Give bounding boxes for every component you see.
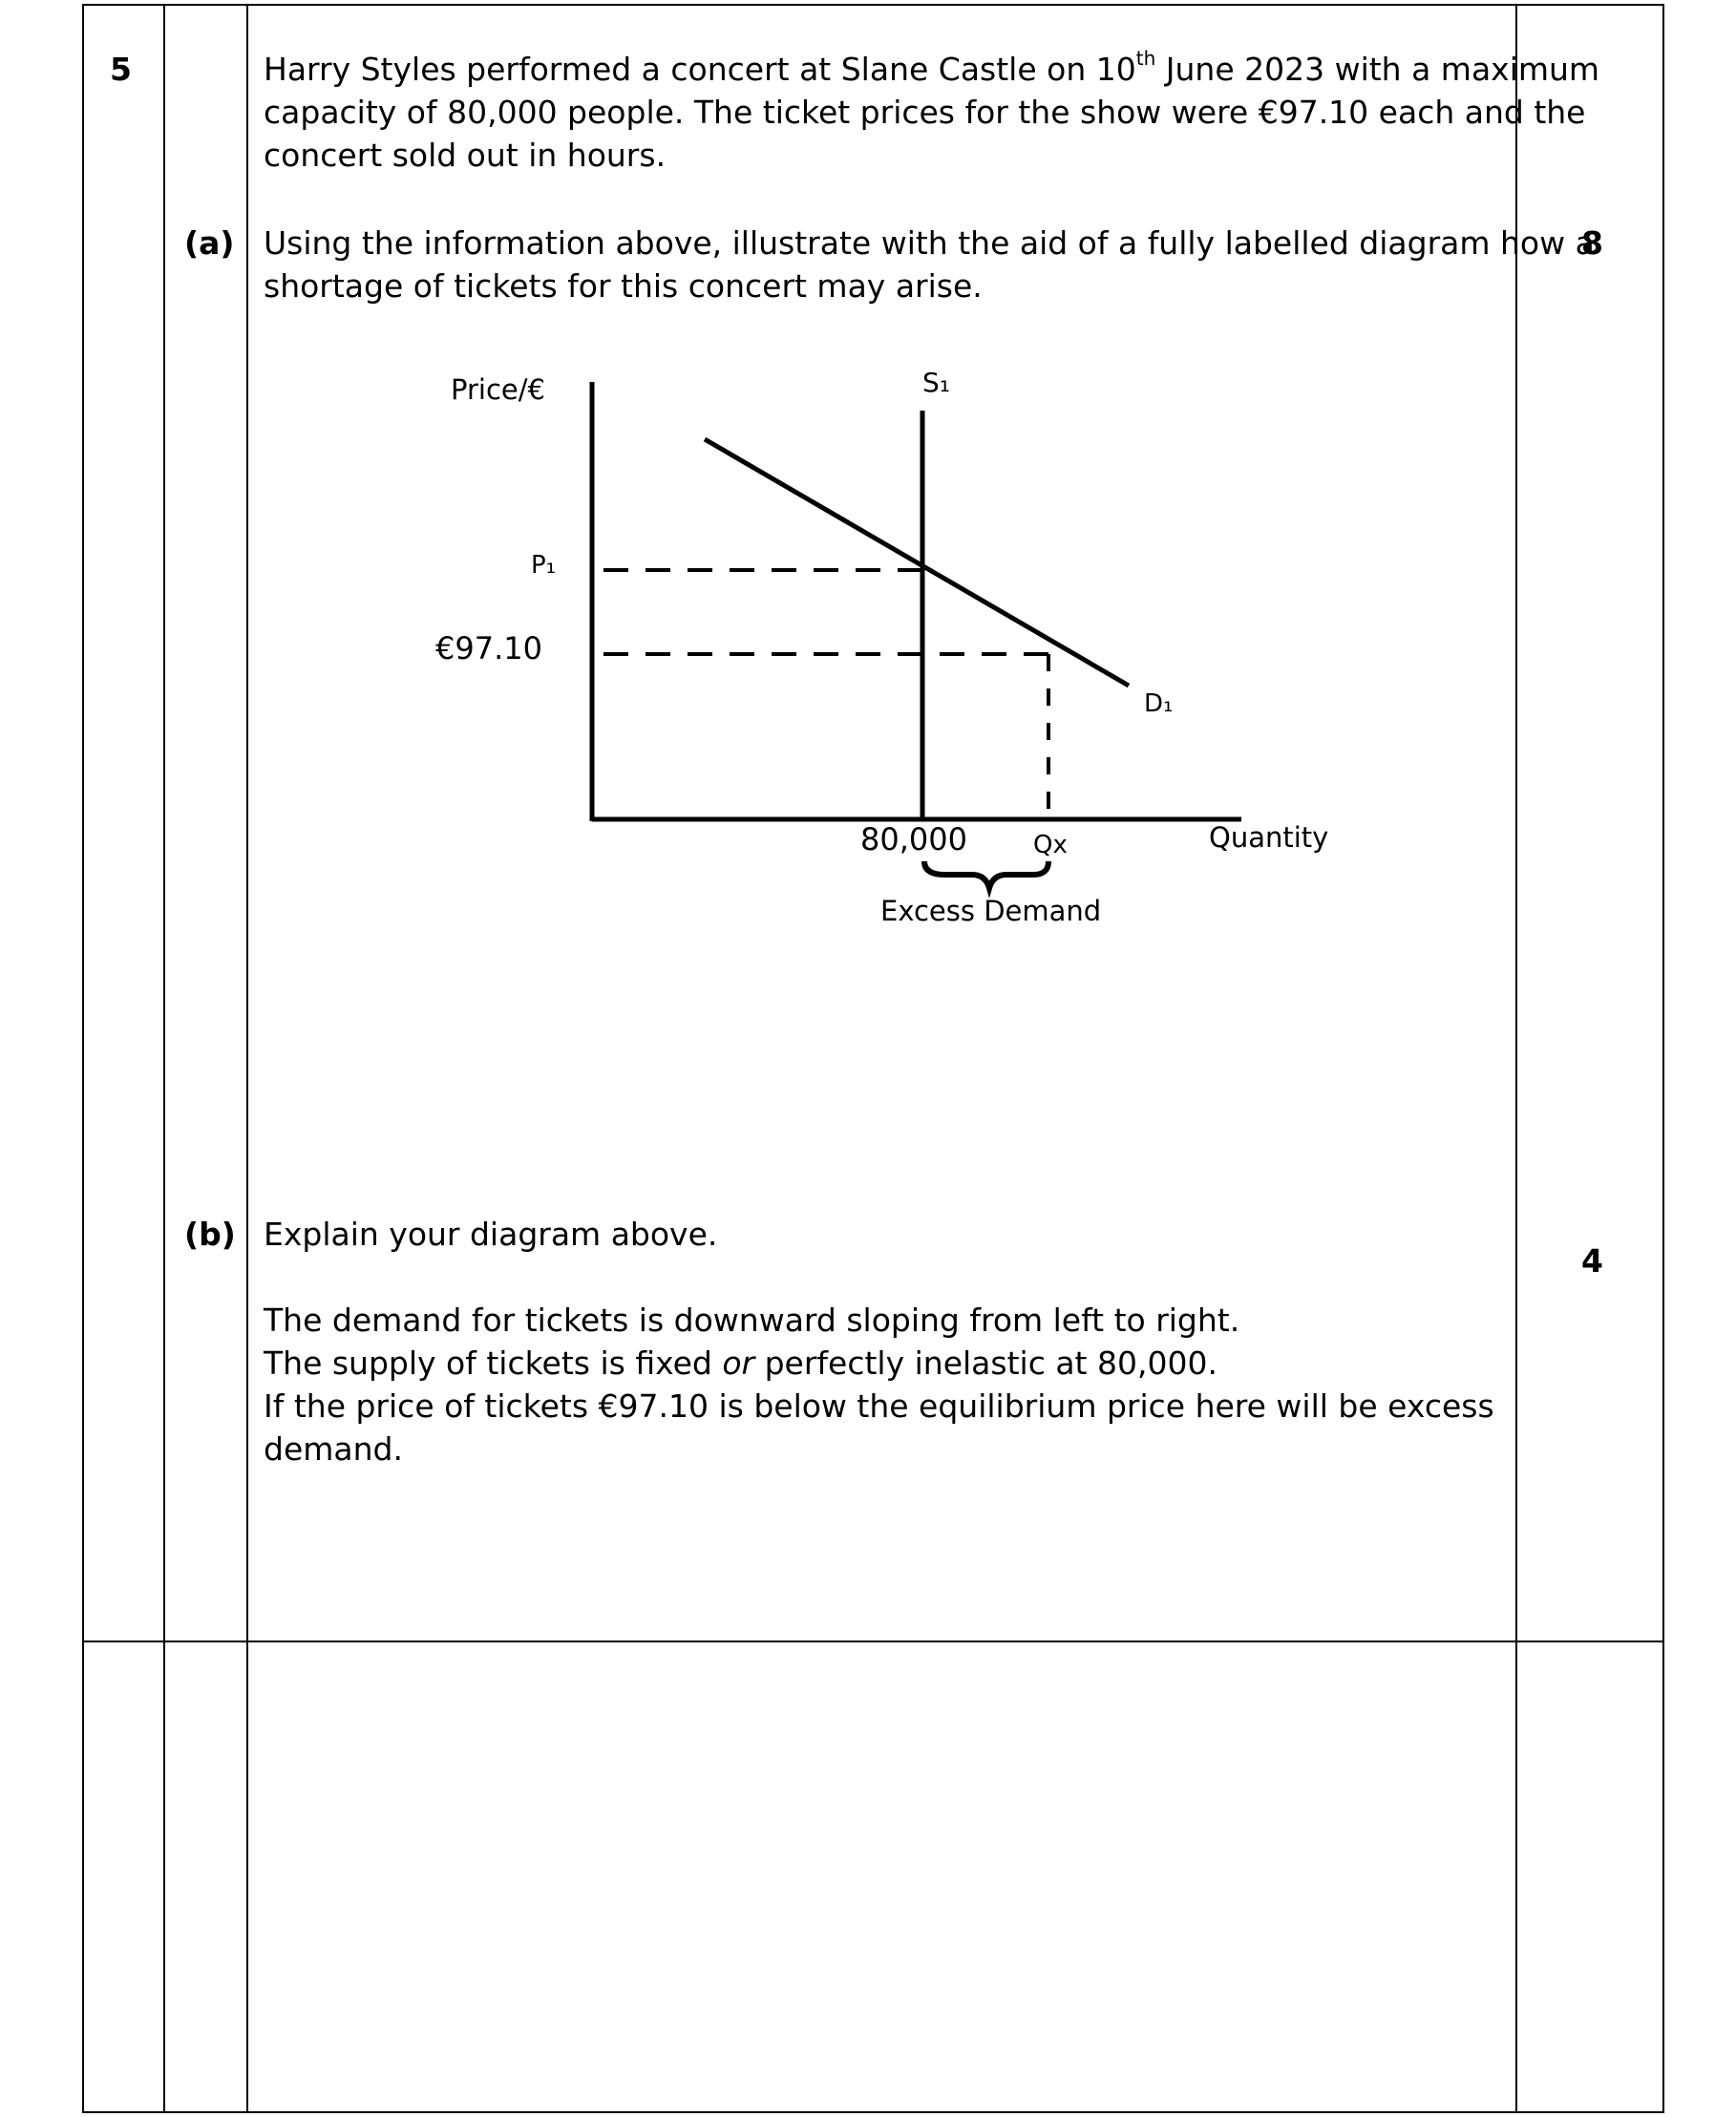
excess-demand-label: Excess Demand xyxy=(880,895,1101,927)
excess-demand-brace xyxy=(921,860,1051,899)
part-a-label: (a) xyxy=(184,224,235,262)
part-b-label: (b) xyxy=(184,1216,236,1253)
quantity-fixed-label: 80,000 xyxy=(860,821,967,857)
y-axis-label: Price/€ xyxy=(451,373,545,406)
x-axis-label: Quantity xyxy=(1209,821,1328,854)
supply-label: S₁ xyxy=(922,367,950,398)
part-b-marks: 4 xyxy=(1581,1242,1603,1280)
answer-line-4: demand. xyxy=(264,1430,403,1468)
table-border-bottom xyxy=(82,2111,1664,2113)
table-border-left xyxy=(82,4,84,2113)
question-number: 5 xyxy=(110,51,132,88)
answer-line-2: The supply of tickets is fixed or perfec… xyxy=(264,1344,1217,1382)
table-divider-label xyxy=(246,4,248,2113)
table-row-divider xyxy=(82,1641,1664,1642)
part-a-line-1: Using the information above, illustrate … xyxy=(264,224,1595,262)
answer-line-1: The demand for tickets is downward slopi… xyxy=(264,1302,1240,1339)
intro-line-2: capacity of 80,000 people. The ticket pr… xyxy=(264,94,1586,131)
demand-line xyxy=(703,436,1131,688)
qx-label: Qx xyxy=(1033,831,1068,859)
intro-line-1: Harry Styles performed a concert at Slan… xyxy=(264,47,1600,88)
answer-line-3: If the price of tickets €97.10 is below … xyxy=(264,1387,1494,1425)
table-border-top xyxy=(82,4,1664,6)
part-b-answer: The demand for tickets is downward slopi… xyxy=(264,1299,1505,1471)
table-divider-number xyxy=(163,4,165,2113)
price-label: €97.10 xyxy=(435,630,542,667)
demand-label: D₁ xyxy=(1144,689,1173,718)
intro-line-3: concert sold out in hours. xyxy=(264,137,667,174)
table-border-right xyxy=(1662,4,1664,2113)
question-intro: Harry Styles performed a concert at Slan… xyxy=(264,47,1600,177)
p1-label: P₁ xyxy=(531,551,556,580)
part-a-question: Using the information above, illustrate … xyxy=(264,222,1595,307)
table-divider-marks xyxy=(1515,4,1517,2113)
part-b-line-1: Explain your diagram above. xyxy=(264,1216,718,1253)
part-a-marks: 8 xyxy=(1581,224,1603,262)
part-b-question: Explain your diagram above. xyxy=(264,1213,1505,1256)
part-a-line-2: shortage of tickets for this concert may… xyxy=(264,267,983,305)
